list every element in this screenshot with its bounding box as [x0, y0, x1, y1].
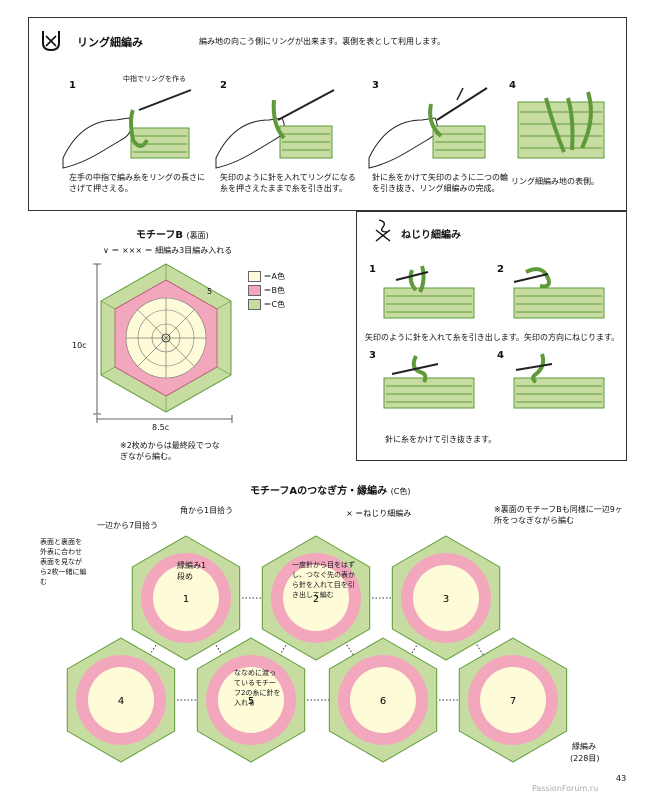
legend-item-c: ＝C色 — [248, 298, 285, 312]
motif-b-symbol-note: ∨ ＝ ⨯⨯⨯ ＝ 細編み3目編み入れる — [103, 245, 232, 256]
motif-b-title-sub: (裏面) — [187, 231, 209, 240]
twisted-step-number: 2 — [497, 264, 504, 275]
watermark: PassionForum.ru — [532, 784, 598, 793]
motif-b-title-text: モチーフB — [136, 230, 183, 241]
legend-swatch-c — [248, 299, 261, 310]
legend-label-b: ＝B色 — [264, 286, 286, 295]
ring-step-number: 4 — [509, 80, 516, 91]
motif-number: 6 — [380, 696, 386, 707]
joining-title-sub: (C色) — [391, 487, 411, 496]
joining-title-text: モチーフAのつなぎ方・縁編み — [250, 486, 387, 497]
motif-number: 4 — [118, 696, 124, 707]
label-join: 一度針から目をはずし、つなぐ先の表から針を入れて目を引き出して編む — [292, 560, 360, 600]
label-first-round: 縁編み1段め — [177, 560, 213, 582]
legend-swatch-b — [248, 285, 261, 296]
ring-step4-illustration — [516, 88, 606, 173]
label-back-b: ※裏面のモチーフBも同様に一辺9ヶ所をつなぎながら編む — [494, 504, 624, 526]
legend-label-a: ＝A色 — [264, 272, 285, 281]
color-legend: ＝A色 ＝B色 ＝C色 — [248, 270, 285, 312]
legend-label-c: ＝C色 — [264, 300, 286, 309]
twisted-step-number: 1 — [369, 264, 376, 275]
twisted-sc-panel: ねじり細編み 1 2 3 4 矢印のように針を入れて糸を引き出します。矢印の方向… — [356, 211, 627, 461]
motif-b-diagram — [86, 260, 246, 420]
motif-b-round-label: 5 — [207, 286, 212, 297]
legend-swatch-a — [248, 271, 261, 282]
motif-b-width-label: 8.5c — [152, 422, 169, 433]
twisted-caption-bottom: 針に糸をかけて引き抜きます。 — [385, 434, 496, 445]
twisted-step4-illustration — [512, 352, 607, 412]
ring-stitch-panel: リング細編み 編み地の向こう側にリングが出来ます。裏側を表として利用します。 1… — [28, 17, 627, 211]
twisted-sc-title: ねじり細編み — [401, 226, 461, 241]
motif-b-note: ※2枚めからは最終段でつなぎながら編む。 — [120, 440, 220, 462]
motif-b-symbol-note-text: ＝ 細編み3目編み入れる — [145, 246, 233, 255]
ring-step2-illustration — [214, 80, 334, 170]
twisted-step-number: 3 — [369, 350, 376, 361]
ring-stitch-description: 編み地の向こう側にリングが出来ます。裏側を表として利用します。 — [199, 36, 445, 47]
motif-number: 1 — [183, 594, 189, 605]
motif-b-title: モチーフB (裏面) — [136, 226, 209, 241]
label-diagonal: ななめに渡っているモチーフ2の糸に針を入れる — [234, 668, 282, 708]
ring-step4-caption: リング細編み地の表側。 — [511, 176, 621, 187]
ring-stitch-symbol-icon — [39, 28, 63, 54]
sc3-symbol-icon: ∨ ＝ ⨯⨯⨯ — [103, 246, 142, 255]
label-edging: 縁編み — [572, 741, 596, 752]
ring-step1-caption: 左手の中指で編み糸をリングの長さにさげて押さえる。 — [69, 172, 209, 194]
joining-title: モチーフAのつなぎ方・縁編み (C色) — [250, 482, 410, 497]
motif-number: 7 — [510, 696, 516, 707]
ring-step3-illustration — [367, 80, 487, 170]
page-number: 43 — [616, 773, 626, 784]
legend-item-a: ＝A色 — [248, 270, 285, 284]
twisted-step1-illustration — [382, 262, 477, 322]
ring-step1-illustration — [61, 80, 191, 170]
ring-step2-caption: 矢印のように針を入れてリングになる糸を押さえたままで糸を引き出す。 — [220, 172, 362, 194]
motif-number: 3 — [443, 594, 449, 605]
label-side: 一辺から7目拾う — [97, 520, 158, 531]
ring-stitch-title: リング細編み — [77, 34, 143, 50]
twisted-step3-illustration — [382, 352, 477, 412]
twisted-step2-illustration — [512, 262, 607, 322]
legend-item-b: ＝B色 — [248, 284, 285, 298]
twisted-caption-top: 矢印のように針を入れて糸を引き出します。矢印の方向にねじります。 — [365, 332, 623, 343]
label-edging-count: (228目) — [570, 753, 600, 764]
twisted-sc-symbol-icon — [373, 218, 393, 242]
label-corner: 角から1目拾う — [180, 505, 233, 516]
motif-b-height-label: 10c — [72, 340, 87, 351]
ring-step3-caption: 針に糸をかけて矢印のように二つの輪を引き抜き、リング細編みの完成。 — [372, 172, 510, 194]
motif-b-height-dimension — [92, 264, 102, 414]
label-front-back: 表面と裏面を外表に合わせ表面を見ながら2枚一緒に編む — [40, 537, 88, 587]
twisted-step-number: 4 — [497, 350, 504, 361]
